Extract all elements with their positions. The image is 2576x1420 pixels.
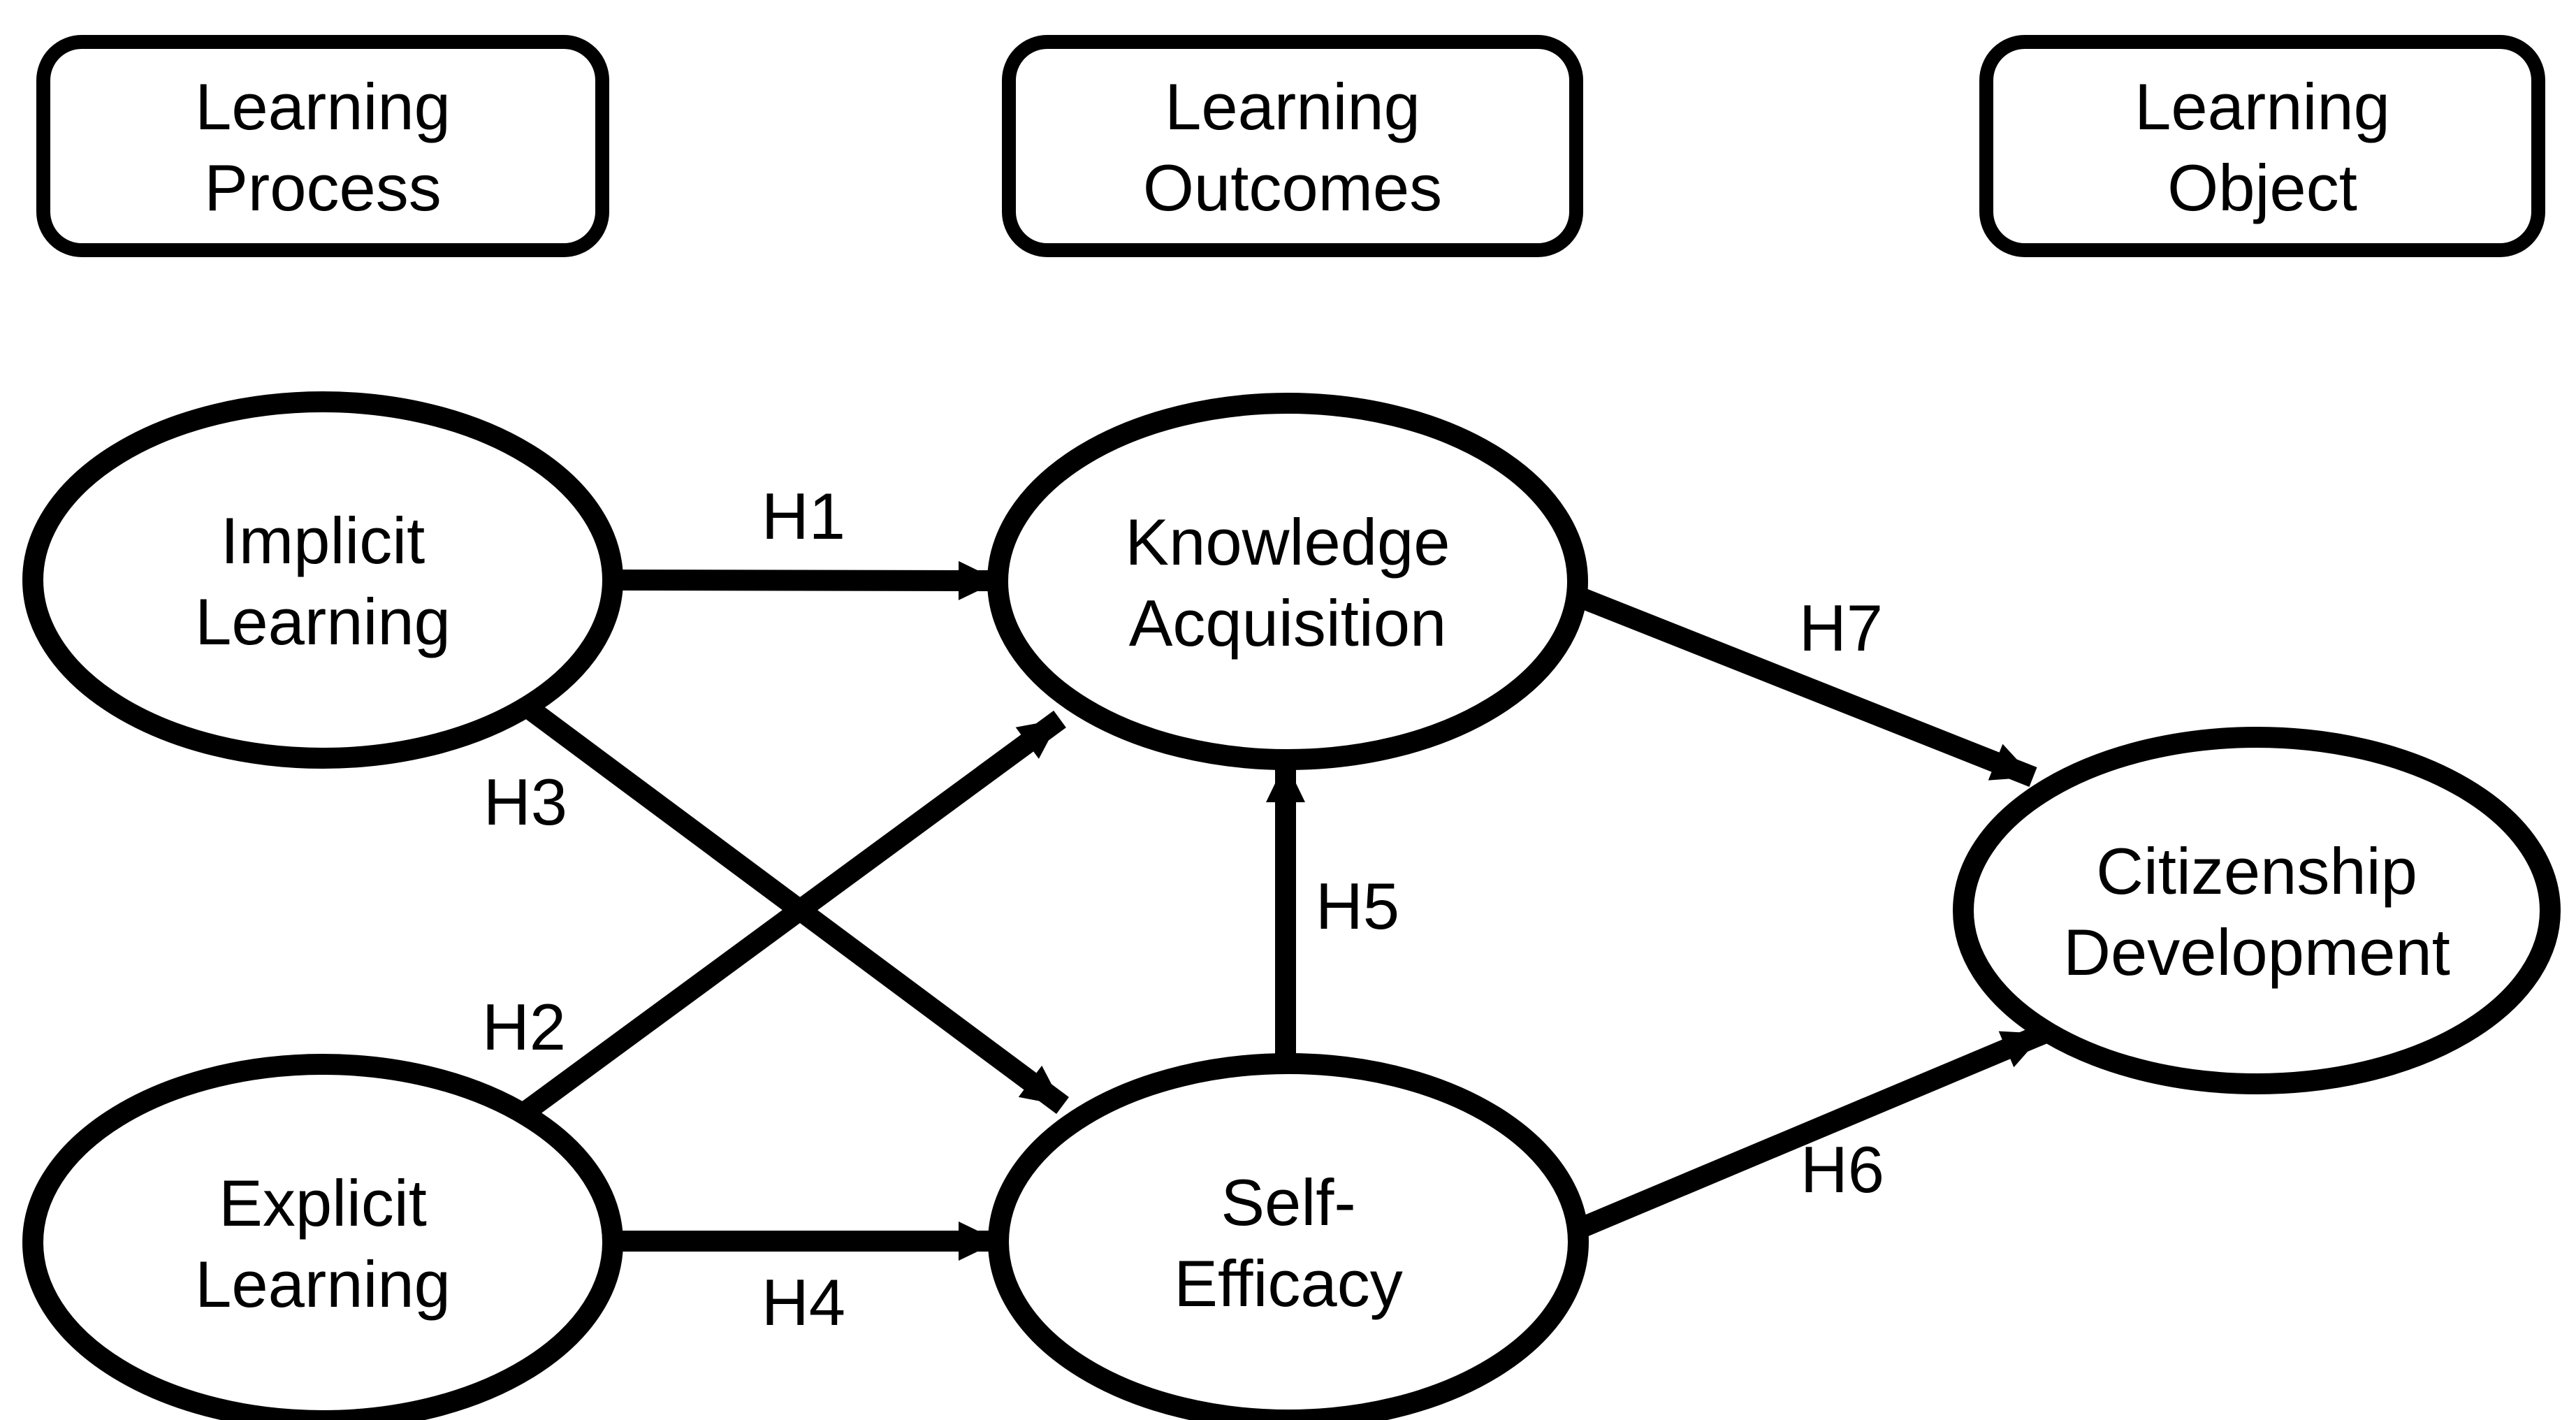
edge-arrow-h7	[1569, 585, 2037, 787]
column-header-label-learning-process-line: Learning	[195, 70, 451, 143]
edge-h7: H7	[1569, 585, 2037, 787]
node-label-self-efficacy: Self- Efficacy	[1174, 1166, 1402, 1320]
edge-arrow-h3	[519, 697, 1069, 1115]
node-label-explicit-learning-line: Learning	[195, 1247, 451, 1321]
node-ellipse-self-efficacy	[988, 1053, 1589, 1420]
column-header-box-learning-process	[36, 35, 609, 257]
node-self-efficacy: Self- Efficacy	[988, 1053, 1589, 1420]
edge-arrow-h1	[612, 560, 1000, 600]
edge-h4: H4	[613, 1222, 999, 1339]
column-header-label-learning-object-line: Learning	[2134, 70, 2390, 143]
node-label-knowledge-acquisition-line: Acquisition	[1129, 586, 1447, 660]
edge-h5: H5	[1266, 762, 1399, 1064]
node-ellipse-implicit-learning	[22, 391, 623, 769]
edge-label-h1: H1	[762, 479, 845, 553]
edge-h3: H3	[483, 697, 1069, 1115]
node-ellipse-citizenship-development	[1953, 727, 2561, 1094]
node-label-knowledge-acquisition-line: Knowledge	[1125, 505, 1450, 579]
node-label-self-efficacy-line: Efficacy	[1174, 1247, 1402, 1320]
node-label-implicit-learning-line: Implicit	[221, 504, 425, 577]
edge-label-h5: H5	[1316, 869, 1399, 943]
node-label-explicit-learning-line: Explicit	[219, 1166, 427, 1240]
edge-arrow-h6	[1572, 1024, 2048, 1240]
column-header-label-learning-process-line: Process	[204, 151, 442, 224]
edge-h6: H6	[1572, 1024, 2048, 1240]
edge-label-h4: H4	[762, 1266, 845, 1339]
edge-label-h7: H7	[1799, 591, 1883, 665]
node-label-citizenship-development-line: Citizenship	[2096, 834, 2417, 908]
node-label-self-efficacy-line: Self-	[1221, 1166, 1355, 1239]
node-label-implicit-learning-line: Learning	[195, 585, 451, 658]
column-header-label-learning-object-line: Object	[2167, 151, 2357, 224]
node-ellipse-knowledge-acquisition	[987, 393, 1588, 770]
edge-h1: H1	[612, 479, 1000, 600]
edge-label-h2: H2	[482, 990, 566, 1064]
edge-label-h6: H6	[1800, 1133, 1884, 1206]
column-header-label-learning-outcomes-line: Learning	[1165, 70, 1420, 143]
column-header-box-learning-outcomes	[1002, 35, 1583, 257]
column-header-box-learning-object	[1979, 35, 2545, 257]
node-label-citizenship-development-line: Development	[2063, 915, 2450, 989]
edge-label-h3: H3	[483, 765, 567, 839]
column-header-label-learning-outcomes-line: Outcomes	[1143, 151, 1442, 224]
